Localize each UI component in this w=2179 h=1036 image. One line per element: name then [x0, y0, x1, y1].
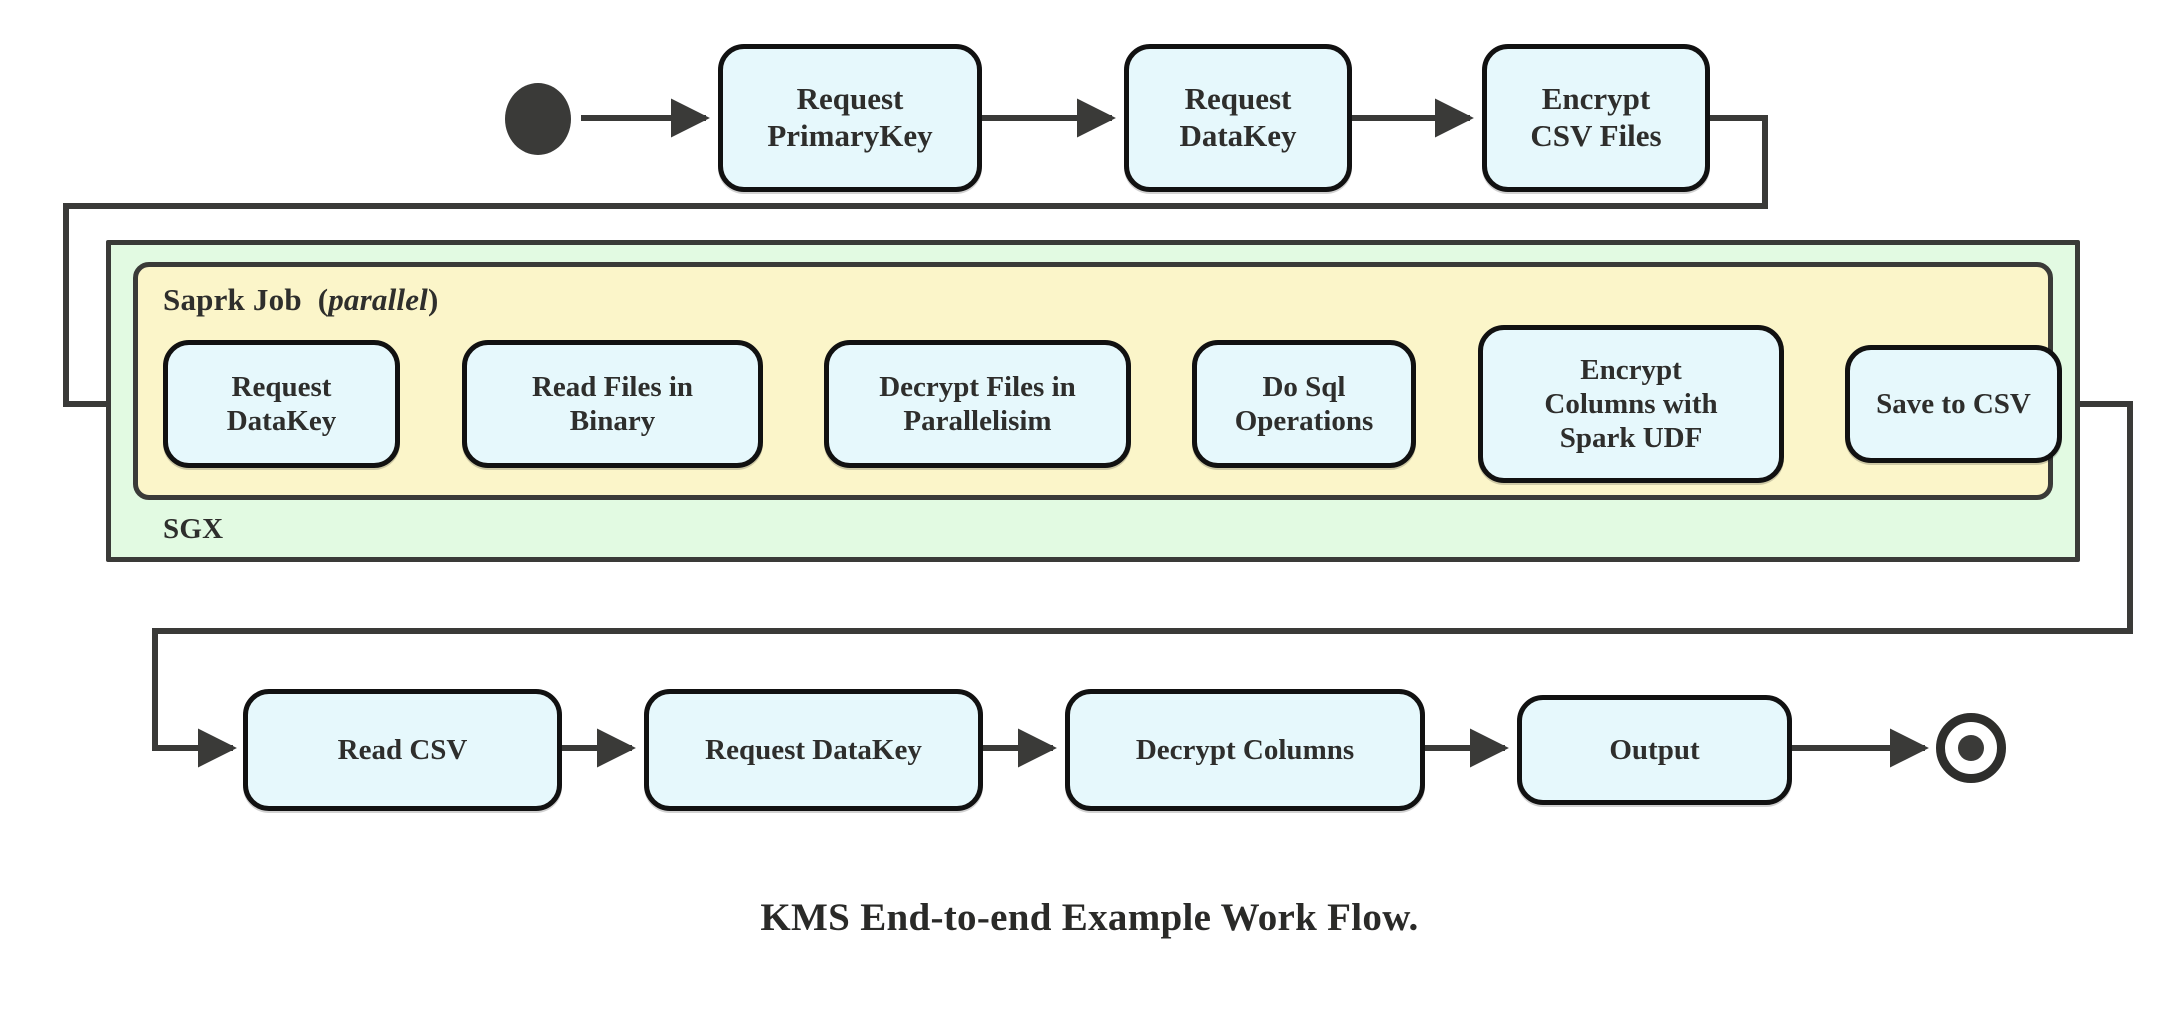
node-request-datakey-bottom-label: Request DataKey	[705, 733, 922, 766]
node-encrypt-columns-with-spark-udf-label: Encrypt Columns with Spark UDF	[1544, 353, 1718, 455]
node-request-datakey-top-label: Request DataKey	[1179, 81, 1297, 153]
node-decrypt-columns-label: Decrypt Columns	[1135, 733, 1355, 766]
node-read-csv-label: Read CSV	[337, 733, 468, 766]
node-decrypt-columns[interactable]: Decrypt Columns	[1065, 689, 1425, 811]
node-read-files-in-binary[interactable]: Read Files in Binary	[462, 340, 763, 468]
node-decrypt-files-in-parallelisim-label: Decrypt Files in Parallelisim	[879, 370, 1076, 437]
node-output[interactable]: Output	[1517, 695, 1792, 805]
node-save-to-csv[interactable]: Save to CSV	[1845, 345, 2062, 463]
end-node-icon	[1936, 713, 2006, 783]
node-do-sql-operations-label: Do Sql Operations	[1234, 370, 1374, 437]
node-encrypt-csv-files[interactable]: Encrypt CSV Files	[1482, 44, 1710, 192]
spark-job-paren-close: )	[427, 282, 439, 317]
spark-job-paren-open: (	[317, 282, 329, 317]
container-sgx-label: SGX	[163, 513, 224, 545]
container-spark-job-label: Saprk Job (parallel)	[163, 282, 439, 318]
spark-job-parallel-note: parallel	[328, 282, 428, 317]
node-request-primarykey[interactable]: Request PrimaryKey	[718, 44, 982, 192]
node-save-to-csv-label: Save to CSV	[1876, 387, 2031, 420]
node-output-label: Output	[1609, 733, 1700, 766]
node-request-primarykey-label: Request PrimaryKey	[767, 81, 933, 153]
node-do-sql-operations[interactable]: Do Sql Operations	[1192, 340, 1416, 468]
start-node-icon	[505, 83, 571, 155]
spark-job-title: Saprk Job	[163, 282, 302, 317]
node-read-csv[interactable]: Read CSV	[243, 689, 562, 811]
node-request-datakey-spark[interactable]: Request DataKey	[163, 340, 400, 468]
node-request-datakey-spark-label: Request DataKey	[226, 370, 337, 437]
end-node-inner-dot	[1958, 735, 1984, 761]
node-encrypt-csv-files-label: Encrypt CSV Files	[1530, 81, 1662, 153]
node-request-datakey-bottom[interactable]: Request DataKey	[644, 689, 983, 811]
node-read-files-in-binary-label: Read Files in Binary	[531, 370, 694, 437]
node-request-datakey-top[interactable]: Request DataKey	[1124, 44, 1352, 192]
node-encrypt-columns-with-spark-udf[interactable]: Encrypt Columns with Spark UDF	[1478, 325, 1784, 483]
node-decrypt-files-in-parallelisim[interactable]: Decrypt Files in Parallelisim	[824, 340, 1131, 468]
diagram-caption: KMS End-to-end Example Work Flow.	[760, 896, 1419, 939]
